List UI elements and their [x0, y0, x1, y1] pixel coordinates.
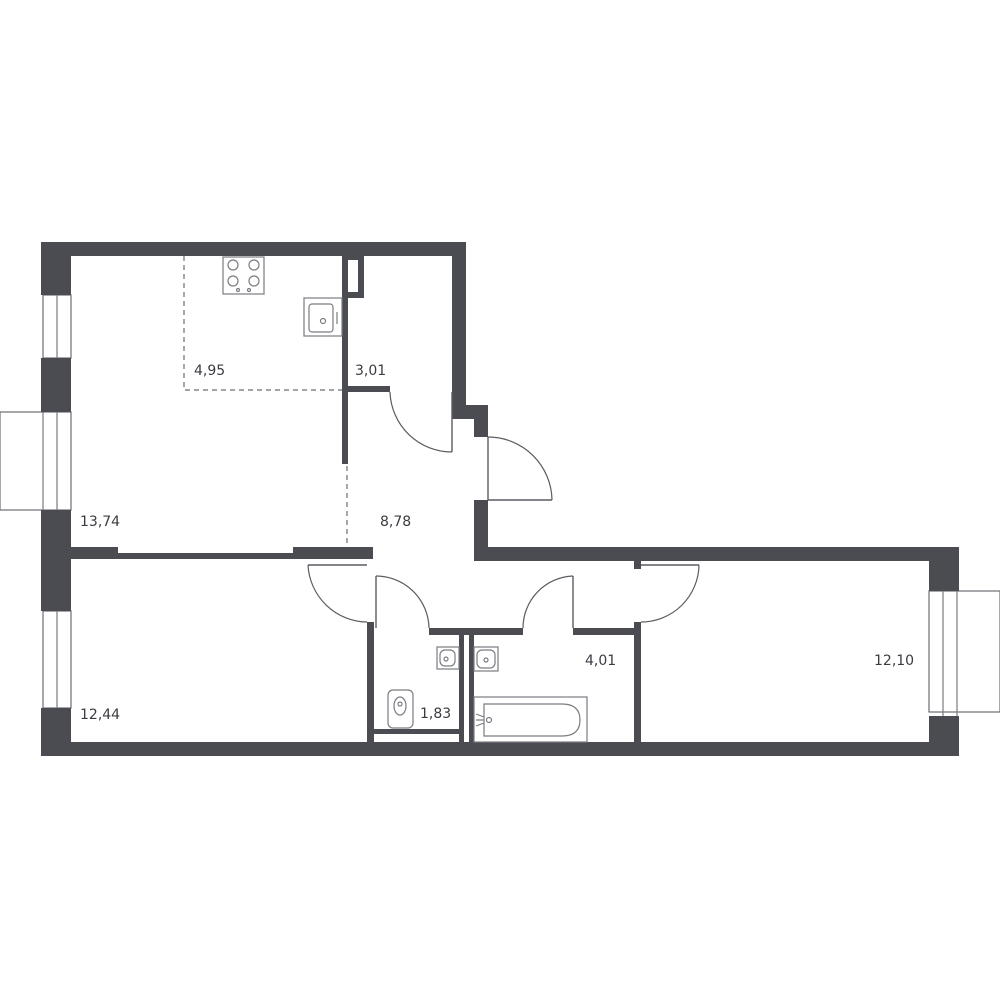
bedroom-left-area-label: 12,44 [80, 707, 120, 723]
toilet-area-label: 1,83 [420, 706, 451, 722]
bathroom-area-label: 4,01 [585, 653, 616, 669]
storage-area-label: 3,01 [355, 363, 386, 379]
room-labels: 4,95 3,01 13,74 8,78 12,44 1,83 4,01 12,… [80, 363, 914, 723]
stove-icon [222, 256, 265, 295]
door-bathroom [522, 575, 574, 629]
kitchen-zone-area-label: 4,95 [194, 363, 225, 379]
toilet-icon [387, 689, 414, 729]
walls [41, 242, 959, 756]
kitchen-sink-icon [303, 297, 343, 337]
door-bedroom-right [640, 564, 700, 623]
fixtures [222, 256, 588, 743]
window-living-balcony [0, 411, 72, 511]
washbasin-icon [473, 646, 499, 672]
door-toilet [375, 575, 430, 629]
door-storage [389, 391, 453, 453]
bathtub-icon [473, 696, 588, 743]
door-bedroom-left [307, 564, 368, 623]
window-bedroom-right [928, 590, 1000, 713]
living-room-area-label: 13,74 [80, 514, 120, 530]
bedroom-right-area-label: 12,10 [874, 653, 914, 669]
door-entrance [487, 436, 553, 501]
hallway-area-label: 8,78 [380, 514, 411, 530]
washbasin-icon [436, 646, 460, 670]
windows [0, 294, 1000, 716]
zone-dividers [183, 256, 348, 547]
doors [307, 391, 700, 629]
